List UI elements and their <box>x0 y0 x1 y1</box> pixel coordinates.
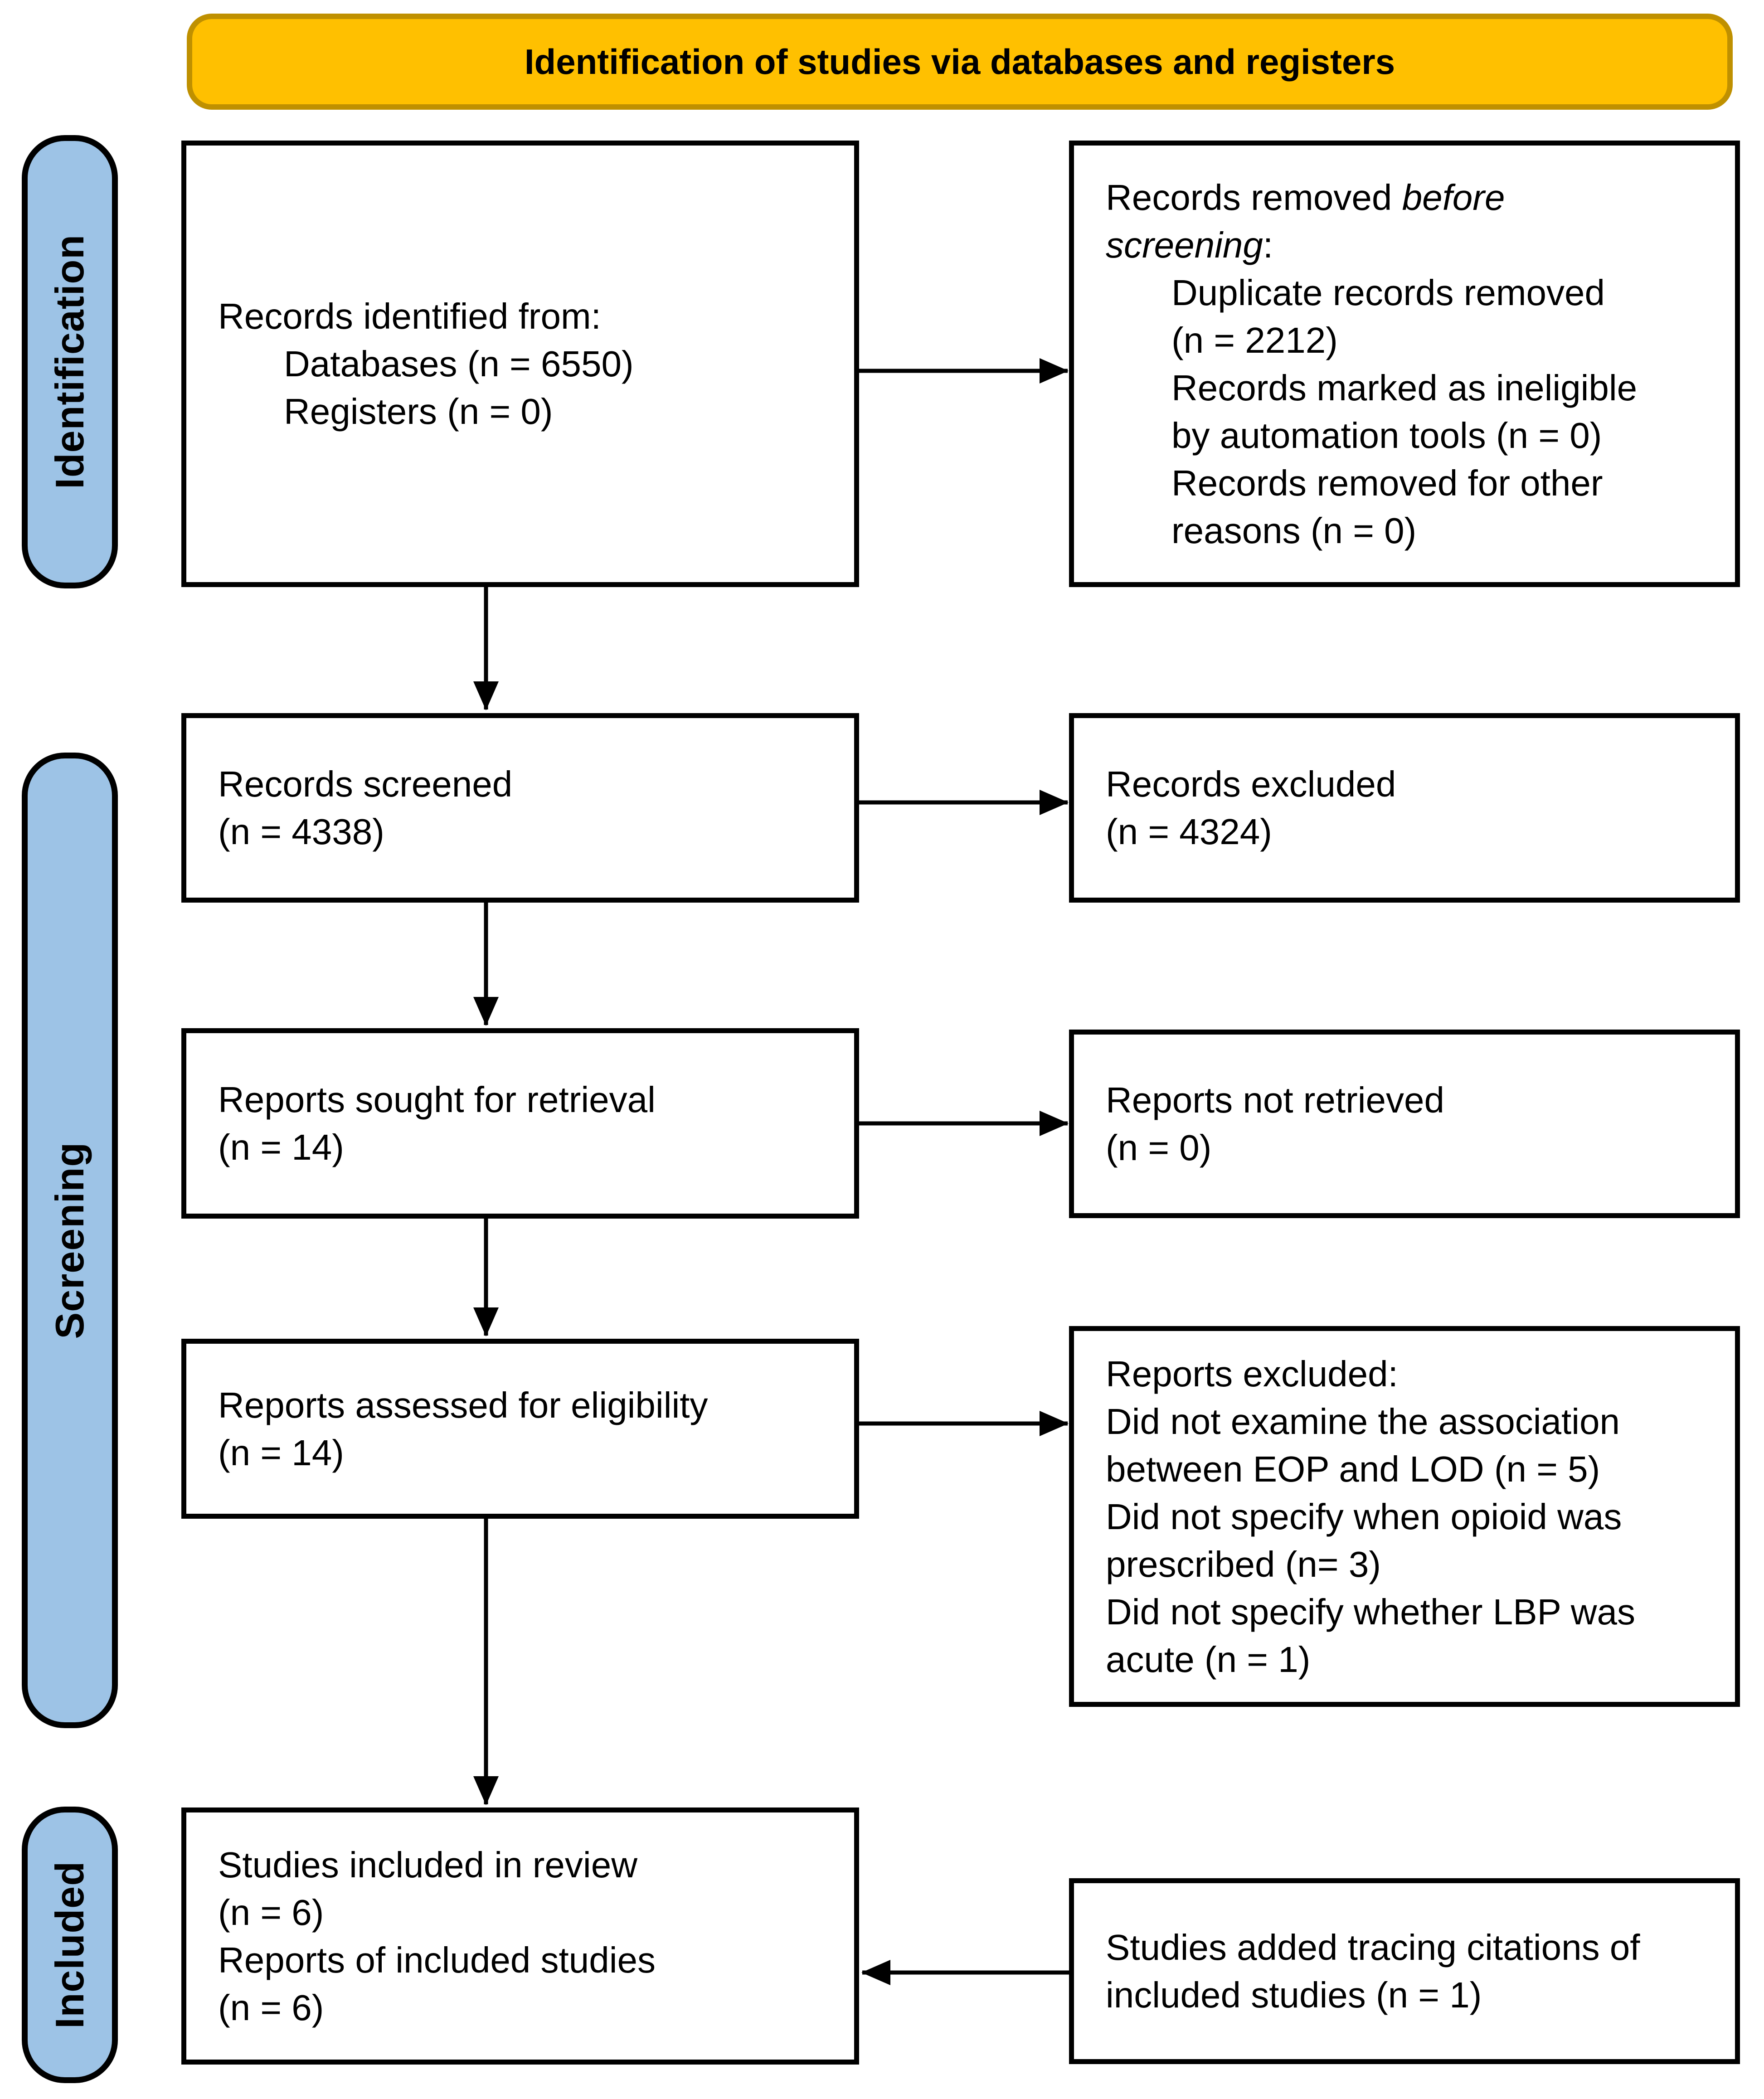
text-line: Records marked as ineligible <box>1171 367 1638 408</box>
box-text: Reports not retrieved (n = 0) <box>1106 1076 1721 1171</box>
stage-label-identification: Identification <box>22 135 118 588</box>
box-records-screened: Records screened (n = 4338) <box>181 713 859 903</box>
stage-label-included: Included <box>22 1807 118 2083</box>
text-line: Reports not retrieved <box>1106 1080 1445 1120</box>
text-line: included studies (n = 1) <box>1106 1975 1482 2015</box>
box-text: Reports excluded: Did not examine the ass… <box>1106 1350 1721 1683</box>
text-line: Databases (n = 6550) <box>284 344 634 384</box>
box-title-line: Records removed before <box>1106 174 1721 221</box>
box-records-identified: Records identified from: Databases (n = … <box>181 141 859 587</box>
text-line: Records removed for other <box>1171 462 1603 503</box>
text-line: Records excluded <box>1106 764 1396 804</box>
title-italic: before <box>1402 177 1505 218</box>
box-title: Records identified from: <box>218 296 601 336</box>
stage-label-identification-text: Identification <box>47 234 92 489</box>
text-line: (n = 6) <box>218 1987 324 2028</box>
text-line: (n = 4338) <box>218 811 384 852</box>
box-text: Reports assessed for eligibility (n = 14) <box>218 1381 841 1477</box>
text-line: (n = 4324) <box>1106 811 1272 852</box>
box-text: Studies added tracing citations of includ… <box>1106 1924 1721 2019</box>
text-line: Reports excluded: <box>1106 1353 1398 1394</box>
text-line: acute (n = 1) <box>1106 1639 1311 1680</box>
box-text: Studies included in review (n = 6) Reports… <box>218 1841 841 2031</box>
text-line: Records screened <box>218 764 513 804</box>
text-line: Studies added tracing citations of <box>1106 1927 1640 1968</box>
box-records-excluded: Records excluded (n = 4324) <box>1069 713 1740 903</box>
text-line: Duplicate records removed <box>1171 272 1605 313</box>
text-line: prescribed (n= 3) <box>1106 1544 1381 1584</box>
text-line: Did not specify whether LBP was <box>1106 1591 1636 1632</box>
box-studies-included: Studies included in review (n = 6) Reports… <box>181 1807 859 2065</box>
stage-label-screening-text: Screening <box>47 1142 92 1339</box>
title-italic: screening <box>1106 224 1263 265</box>
text-line: Reports assessed for eligibility <box>218 1385 708 1425</box>
banner-title: Identification of studies via databases … <box>187 14 1733 110</box>
text-line: Reports of included studies <box>218 1939 656 1980</box>
text-line: (n = 14) <box>218 1127 344 1167</box>
box-records-removed: Records removed before screening: Duplic… <box>1069 141 1740 587</box>
text-line: (n = 6) <box>218 1892 324 1933</box>
text-line: by automation tools (n = 0) <box>1171 415 1602 456</box>
box-text: Records excluded (n = 4324) <box>1106 760 1721 855</box>
box-text: Reports sought for retrieval (n = 14) <box>218 1076 841 1171</box>
box-text: Records screened (n = 4338) <box>218 760 841 855</box>
box-reports-excluded-reasons: Reports excluded: Did not examine the ass… <box>1069 1326 1740 1707</box>
title-normal: Records removed <box>1106 177 1402 218</box>
box-reports-sought: Reports sought for retrieval (n = 14) <box>181 1028 859 1219</box>
stage-label-included-text: Included <box>47 1861 92 2029</box>
text-line: (n = 2212) <box>1171 320 1338 360</box>
stage-label-screening: Screening <box>22 753 118 1728</box>
box-reports-not-retrieved: Reports not retrieved (n = 0) <box>1069 1030 1740 1218</box>
text-line: reasons (n = 0) <box>1171 510 1417 551</box>
text-line: between EOP and LOD (n = 5) <box>1106 1448 1600 1489</box>
box-item-list: Duplicate records removed (n = 2212) Recor… <box>1171 269 1721 554</box>
box-reports-assessed: Reports assessed for eligibility (n = 14) <box>181 1339 859 1519</box>
text-line: Did not specify when opioid was <box>1106 1496 1622 1537</box>
box-title-line: screening: <box>1106 221 1721 269</box>
text-line: Did not examine the association <box>1106 1401 1620 1442</box>
text-line: (n = 14) <box>218 1432 344 1473</box>
text-line: (n = 0) <box>1106 1127 1212 1168</box>
banner-title-text: Identification of studies via databases … <box>524 41 1395 82</box>
text-line: Registers (n = 0) <box>284 391 553 432</box>
text-line: Reports sought for retrieval <box>218 1079 656 1120</box>
box-studies-added-citations: Studies added tracing citations of includ… <box>1069 1878 1740 2064</box>
box-item-list: Databases (n = 6550) Registers (n = 0) <box>284 340 841 435</box>
text-line: Studies included in review <box>218 1844 637 1885</box>
title-normal: : <box>1263 224 1273 265</box>
